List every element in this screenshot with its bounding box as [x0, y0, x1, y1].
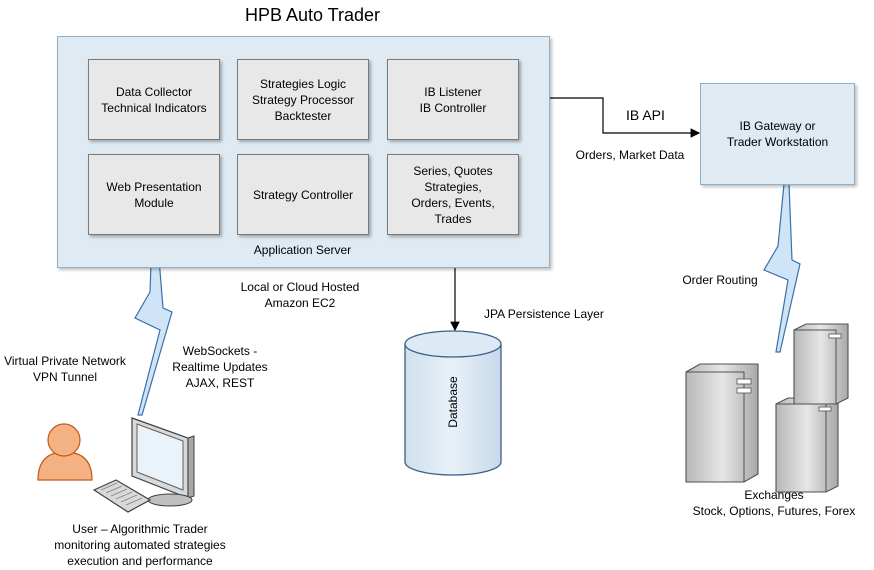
ib-gateway-box: IB Gateway or Trader Workstation	[700, 83, 855, 185]
exchange-server-icon	[685, 363, 759, 483]
exchange-server-icon	[793, 323, 849, 405]
order-routing-label: Order Routing	[682, 273, 758, 287]
database-label: Database	[446, 376, 460, 428]
vpn-lightning-link	[134, 233, 173, 416]
keyboard-icon	[92, 479, 152, 513]
orders-market-data-label: Orders, Market Data	[575, 148, 685, 162]
persistence-layer-label: JPA Persistence Layer	[484, 307, 604, 321]
user-label: User – Algorithmic Trader monitoring aut…	[54, 522, 226, 568]
exchange-server-icon	[775, 397, 839, 493]
vpn-tunnel-label: Virtual Private Network VPN Tunnel	[4, 354, 126, 384]
application-server-label: Application Server	[253, 243, 352, 257]
database-icon	[404, 330, 502, 476]
domain-entities-module: Series, Quotes Strategies, Orders, Event…	[387, 154, 519, 235]
strategies-logic-module: Strategies Logic Strategy Processor Back…	[237, 59, 369, 140]
data-collector-module: Data Collector Technical Indicators	[88, 59, 220, 140]
exchanges-label: Exchanges Stock, Options, Futures, Forex	[692, 488, 856, 518]
computer-monitor-icon	[131, 417, 195, 507]
ib-listener-module: IB Listener IB Controller	[387, 59, 519, 140]
user-avatar-icon	[37, 423, 93, 481]
websockets-label: WebSockets - Realtime Updates AJAX, REST	[172, 344, 268, 390]
ib-api-connector	[517, 93, 701, 138]
web-presentation-module: Web Presentation Module	[88, 154, 220, 235]
ib-api-label: IB API	[626, 107, 665, 123]
diagram-title: HPB Auto Trader	[244, 5, 381, 25]
strategy-controller-module: Strategy Controller	[237, 154, 369, 235]
order-routing-lightning-link	[763, 183, 801, 353]
hosting-label: Local or Cloud Hosted Amazon EC2	[240, 280, 360, 310]
